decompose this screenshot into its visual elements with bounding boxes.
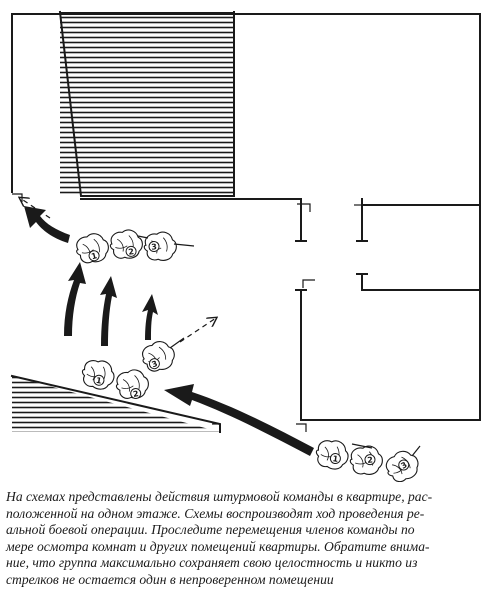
arrow-up-3	[142, 294, 158, 340]
svg-text:2: 2	[132, 389, 139, 399]
hatched-block-top	[58, 10, 235, 197]
apartment-walls	[11, 13, 481, 432]
apartment-floor-plan: 1 2 3 1 2 3	[10, 10, 481, 482]
team-member-3: 3	[142, 230, 179, 263]
team-member-1: 1	[313, 437, 351, 472]
svg-text:2: 2	[128, 247, 135, 257]
svg-text:3: 3	[151, 242, 157, 251]
arrow-from-entrance	[164, 384, 314, 456]
arrow-to-entry	[24, 206, 70, 243]
caption-line: стрелков не остается один в непроверенно…	[6, 571, 334, 587]
team-member-1: 1	[72, 230, 113, 267]
svg-text:3: 3	[399, 460, 408, 471]
svg-text:3: 3	[150, 359, 158, 369]
arrow-up-2	[100, 276, 117, 346]
caption-line: положенной на одном этаже. Схемы воспрои…	[6, 505, 425, 521]
caption-line: альной боевой операции. Проследите перем…	[6, 522, 415, 538]
caption-line: мере осмотра комнат и других помещений к…	[6, 538, 430, 554]
team-member-3: 3	[138, 337, 179, 376]
caption-line: На схемах представлены действия штурмово…	[6, 489, 433, 504]
arrow-up-1	[64, 262, 86, 336]
svg-text:2: 2	[367, 455, 373, 464]
team-group-top: 1 2 3	[72, 227, 195, 267]
diagram-caption: На схемах представлены действия штурмово…	[6, 489, 484, 589]
team-member-1: 1	[79, 357, 117, 392]
team-member-2: 2	[107, 227, 145, 262]
team-group-bottom: 1 2 3	[313, 437, 424, 482]
team-group-middle: 1 2 3	[79, 337, 185, 402]
team-member-2: 2	[113, 367, 152, 402]
svg-text:1: 1	[332, 454, 339, 464]
team-member-3: 3	[381, 445, 424, 482]
svg-text:1: 1	[90, 251, 98, 261]
movement-arrows	[24, 206, 314, 456]
team-member-2: 2	[348, 444, 385, 477]
dashed-arrow-right	[179, 318, 216, 343]
svg-text:1: 1	[95, 376, 102, 386]
hatched-block-bottom	[10, 374, 221, 433]
caption-line: ние, что группа максимально сохраняет св…	[6, 555, 418, 571]
